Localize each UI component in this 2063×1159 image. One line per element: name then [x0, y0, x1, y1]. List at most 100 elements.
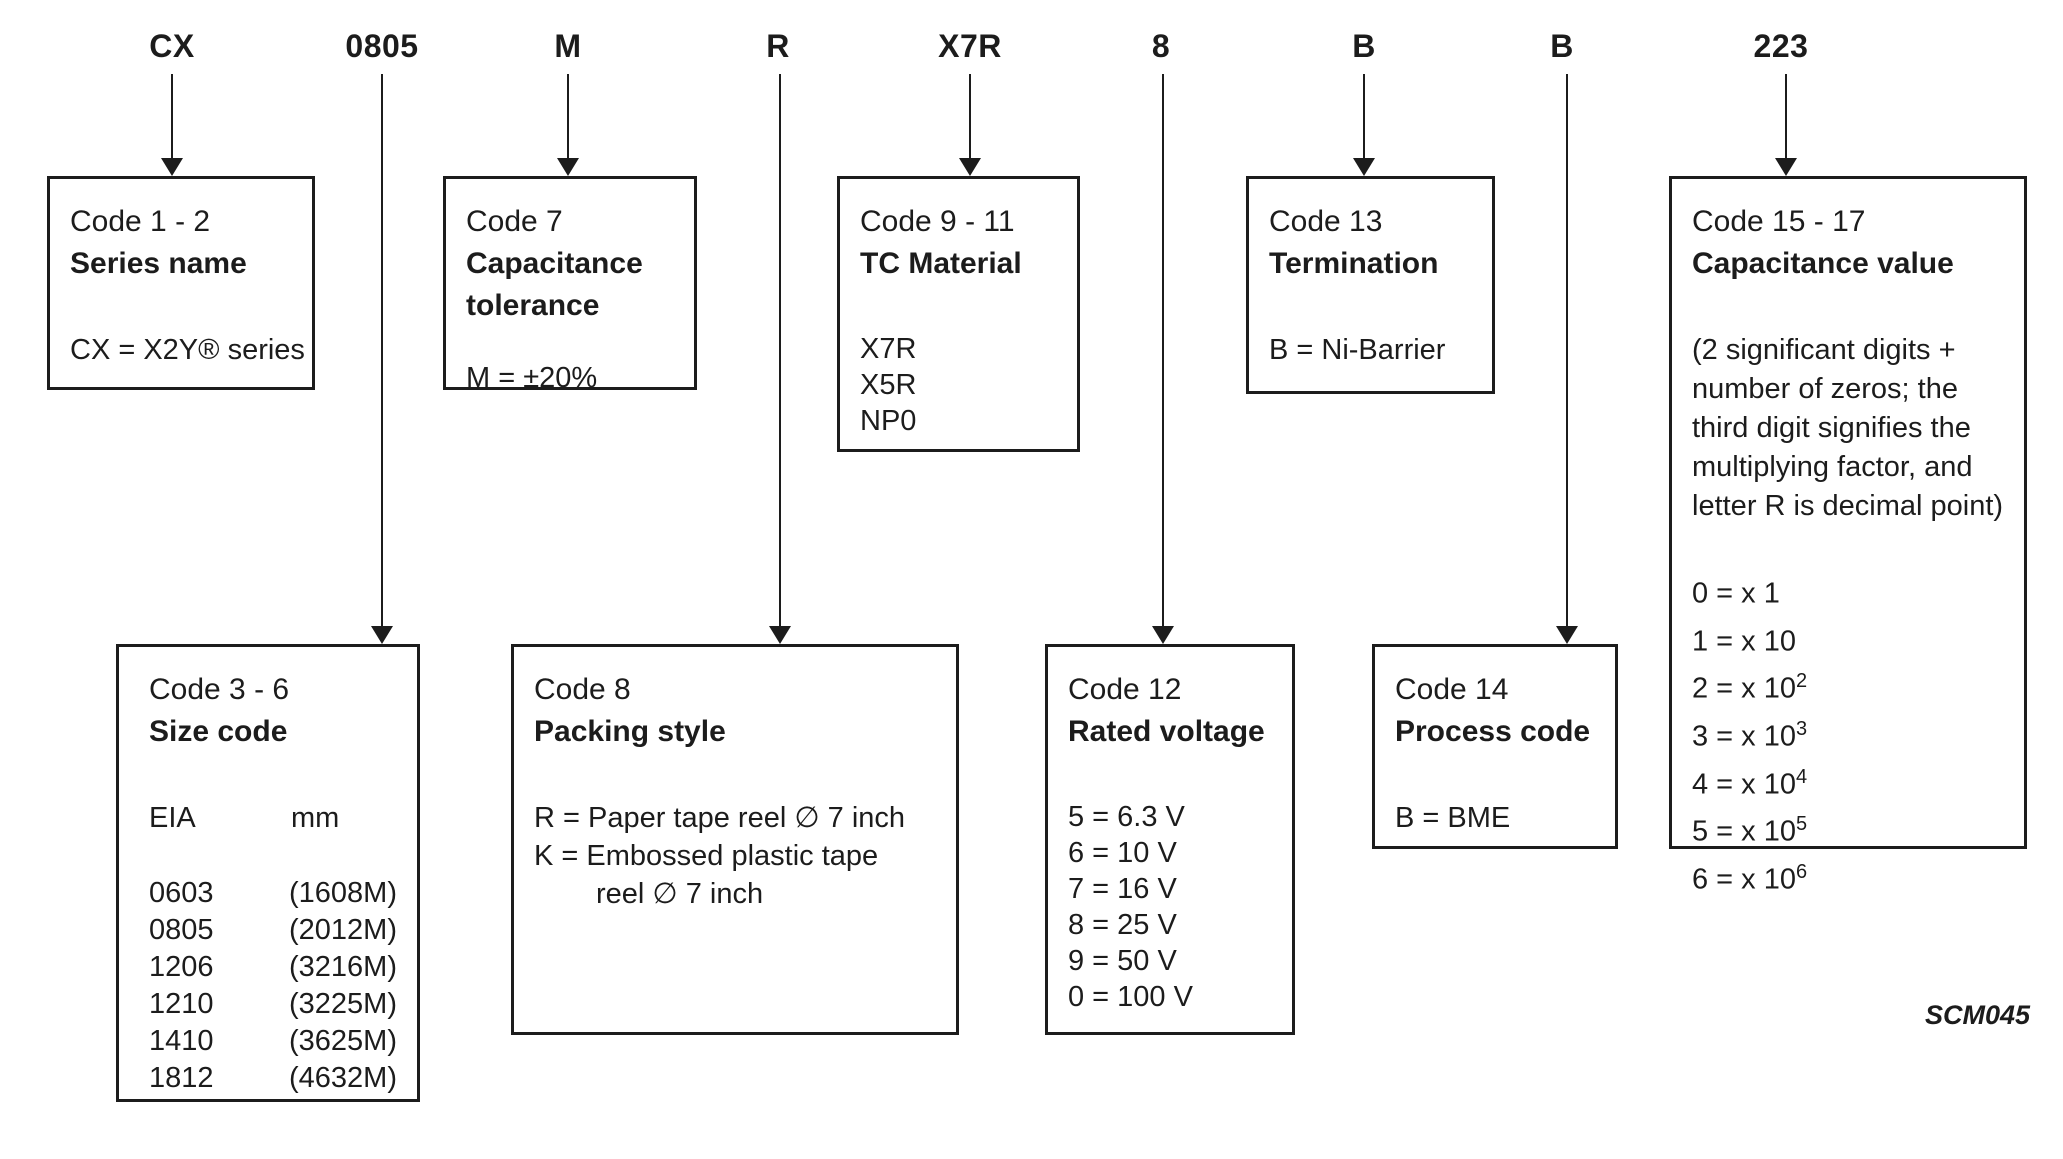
definition-line: B = BME: [1395, 802, 1511, 834]
size-row: 0603 (1608M): [149, 875, 397, 912]
multiplier-base: 2 = x 10: [1692, 672, 1796, 705]
code-range: Code 14: [1395, 673, 1509, 706]
list-item: 9 = 50 V: [1068, 945, 1177, 977]
multiplier-exponent: 5: [1796, 813, 1808, 836]
size-mm: (3625M): [289, 1025, 397, 1057]
code-range: Code 9 - 11: [860, 205, 1015, 238]
voltage-list: 5 = 6.3 V 6 = 10 V 7 = 16 V 8 = 25 V 9 =…: [1068, 799, 1272, 1015]
column-header-mm: mm: [291, 802, 340, 834]
size-row: 1410 (3625M): [149, 1023, 397, 1060]
size-eia: 1210: [149, 988, 214, 1020]
multiplier-base: 0 = x 1: [1692, 577, 1780, 610]
size-row: 0805 (2012M): [149, 912, 397, 949]
multiplier-item: 1 = x 10: [1692, 614, 2004, 662]
multiplier-base: 4 = x 10: [1692, 768, 1796, 801]
code-label-packing: R: [766, 28, 790, 64]
note-line: number of zeros; the: [1692, 373, 1958, 405]
size-eia: 1812: [149, 1062, 214, 1094]
note-line: third digit signifies the: [1692, 412, 1971, 444]
size-eia: 1410: [149, 1025, 214, 1057]
note-line: (2 significant digits +: [1692, 334, 1956, 366]
code-range: Code 8: [534, 673, 631, 706]
box-title: Process code: [1395, 715, 1591, 748]
multiplier-item: 5 = x 105: [1692, 804, 2004, 852]
code-range: Code 15 - 17: [1692, 205, 1866, 238]
code-range: Code 7: [466, 205, 563, 238]
multiplier-base: 1 = x 10: [1692, 625, 1796, 658]
definition-line: B = Ni-Barrier: [1269, 334, 1446, 366]
code-label-termination: B: [1352, 28, 1376, 64]
figure-code: SCM045: [1925, 1000, 2031, 1030]
code-range: Code 13: [1269, 205, 1383, 238]
code-range: Code 3 - 6: [149, 673, 290, 706]
box-title: Rated voltage: [1068, 715, 1265, 748]
size-eia: 0805: [149, 914, 214, 946]
packing-list: R = Paper tape reel ∅ 7 inch K = Embosse…: [534, 799, 936, 913]
arrow-b-to-process: [1555, 74, 1579, 644]
capacitance-note: (2 significant digits + number of zeros;…: [1692, 331, 2004, 526]
arrow-line: [779, 74, 781, 626]
arrow-line: [1566, 74, 1568, 626]
code-label-cap-value: 223: [1753, 28, 1809, 64]
box-tc-material: Code 9 - 11 TC Material X7R X5R NP0: [837, 176, 1080, 452]
multiplier-item: 2 = x 102: [1692, 661, 2004, 709]
arrow-head: [1556, 626, 1578, 644]
box-series-name: Code 1 - 2 Series name CX = X2Y® series: [47, 176, 315, 390]
list-item: X7R: [860, 333, 917, 365]
multiplier-base: 5 = x 10: [1692, 815, 1796, 848]
arrow-line: [1162, 74, 1164, 626]
size-table: EIA mm 0603 (1608M) 0805 (2012M) 1206 (3216…: [149, 799, 397, 1097]
definition-line: R = Paper tape reel ∅ 7 inch: [534, 802, 906, 834]
size-mm: (1608M): [289, 877, 397, 909]
arrow-line: [381, 74, 383, 626]
box-title: TC Material: [860, 247, 1022, 280]
box-title: Packing style: [534, 715, 726, 748]
code-label-process: B: [1550, 28, 1574, 64]
note-line: letter R is decimal point): [1692, 490, 2004, 522]
box-title: Capacitance value: [1692, 247, 1954, 280]
multiplier-item: 3 = x 103: [1692, 709, 2004, 757]
size-mm: (3216M): [289, 951, 397, 983]
arrow-line: [1785, 74, 1787, 158]
arrow-head: [1775, 158, 1797, 176]
list-item: 5 = 6.3 V: [1068, 801, 1185, 833]
list-item: 0 = 100 V: [1068, 981, 1193, 1013]
multiplier-item: 0 = x 1: [1692, 566, 2004, 614]
box-title: Termination: [1269, 247, 1439, 280]
size-table-header: EIA mm: [149, 799, 397, 837]
arrow-line: [969, 74, 971, 158]
size-mm: (2012M): [289, 914, 397, 946]
arrow-223-to-cap-value: [1774, 74, 1798, 176]
box-size-code: Code 3 - 6 Size code EIA mm 0603 (1608M) …: [116, 644, 420, 1102]
definition-line-continued: reel ∅ 7 inch: [596, 878, 764, 910]
list-item: X5R: [860, 369, 917, 401]
code-range: Code 1 - 2: [70, 205, 211, 238]
definition-line: K = Embossed plastic tape: [534, 840, 879, 872]
arrow-head: [1353, 158, 1375, 176]
arrow-line: [567, 74, 569, 158]
multiplier-exponent: 3: [1796, 717, 1808, 740]
list-item: NP0: [860, 405, 917, 437]
multiplier-base: 3 = x 10: [1692, 720, 1796, 753]
arrow-8-to-voltage: [1151, 74, 1175, 644]
box-title: Capacitance tolerance: [466, 247, 643, 322]
box-title: Size code: [149, 715, 288, 748]
code-label-tolerance: M: [554, 28, 582, 64]
size-mm: (3225M): [289, 988, 397, 1020]
size-eia: 0603: [149, 877, 214, 909]
arrow-head: [557, 158, 579, 176]
arrow-x7r-to-tc-material: [958, 74, 982, 176]
arrow-m-to-tolerance: [556, 74, 580, 176]
column-header-eia: EIA: [149, 802, 196, 834]
size-row: 1206 (3216M): [149, 949, 397, 986]
size-table-rows: 0603 (1608M) 0805 (2012M) 1206 (3216M) 1210…: [149, 875, 397, 1097]
arrow-head: [371, 626, 393, 644]
size-row: 1210 (3225M): [149, 986, 397, 1023]
definition-line: CX = X2Y® series: [70, 334, 305, 366]
list-item: 7 = 16 V: [1068, 873, 1177, 905]
arrow-line: [171, 74, 173, 158]
list-item: 8 = 25 V: [1068, 909, 1177, 941]
size-eia: 1206: [149, 951, 214, 983]
box-rated-voltage: Code 12 Rated voltage 5 = 6.3 V 6 = 10 V…: [1045, 644, 1295, 1035]
